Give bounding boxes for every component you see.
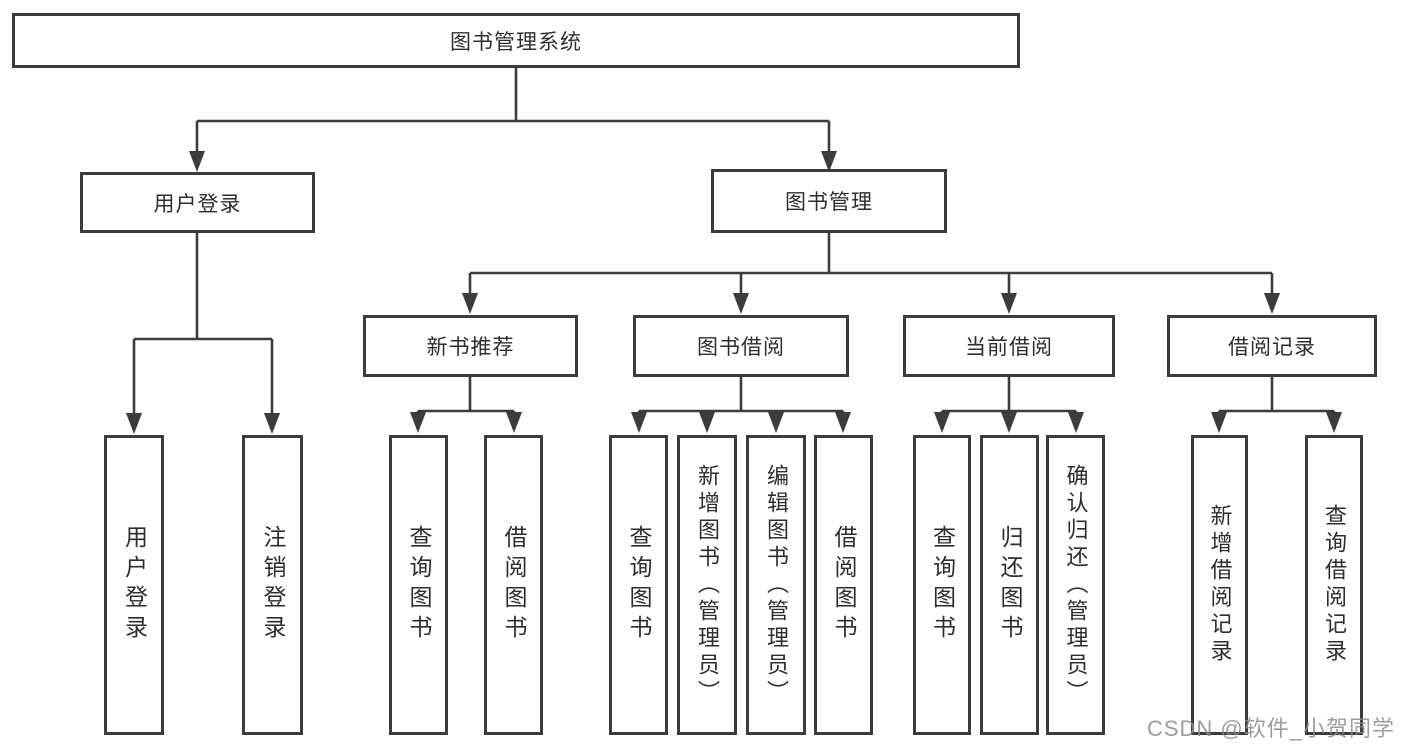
leaf-label: 查询借阅记录 bbox=[1322, 504, 1347, 666]
node-book-borrowing: 图书借阅 bbox=[633, 315, 849, 377]
leaf-query-books-borrowing: 查询图书 bbox=[609, 435, 668, 735]
node-label: 图书管理 bbox=[785, 191, 873, 214]
leaf-label: 借阅图书 bbox=[501, 525, 527, 645]
leaf-return-books: 归还图书 bbox=[980, 435, 1039, 735]
node-label: 借阅记录 bbox=[1228, 336, 1316, 359]
node-new-book-recommend: 新书推荐 bbox=[363, 315, 578, 377]
leaf-edit-books-admin: 编辑图书（管理员） bbox=[746, 435, 806, 735]
csdn-watermark: CSDN @软件_小贺同学 bbox=[1146, 716, 1395, 741]
leaf-label: 查询图书 bbox=[626, 525, 652, 645]
leaf-label: 确认归还（管理员） bbox=[1063, 463, 1089, 707]
arrowheads bbox=[126, 151, 1342, 434]
leaf-query-books-current: 查询图书 bbox=[913, 435, 971, 735]
node-label: 当前借阅 bbox=[965, 336, 1053, 359]
node-book-management: 图书管理 bbox=[711, 169, 947, 233]
leaf-label: 注销登录 bbox=[260, 525, 286, 645]
leaf-label: 借阅图书 bbox=[831, 525, 857, 645]
leaf-confirm-return-admin: 确认归还（管理员） bbox=[1046, 435, 1105, 735]
leaf-label: 新增借阅记录 bbox=[1207, 504, 1233, 666]
leaf-add-borrow-record: 新增借阅记录 bbox=[1191, 435, 1248, 735]
leaf-label: 查询图书 bbox=[929, 525, 956, 645]
node-label: 用户登录 bbox=[153, 192, 242, 216]
leaf-label: 查询图书 bbox=[406, 525, 432, 645]
leaf-query-books-recommend: 查询图书 bbox=[389, 435, 448, 735]
leaf-label: 用户登录 bbox=[121, 525, 148, 645]
node-label: 图书借阅 bbox=[697, 336, 785, 359]
leaf-label: 归还图书 bbox=[997, 525, 1023, 645]
node-label: 图书管理系统 bbox=[450, 30, 582, 54]
leaf-label: 新增图书（管理员） bbox=[695, 463, 720, 707]
leaf-logout: 注销登录 bbox=[242, 435, 303, 735]
leaf-borrow-books-recommend: 借阅图书 bbox=[484, 435, 543, 735]
leaf-query-borrow-record: 查询借阅记录 bbox=[1305, 435, 1363, 735]
node-current-borrowing: 当前借阅 bbox=[903, 315, 1115, 377]
leaf-user-login: 用户登录 bbox=[104, 435, 164, 735]
node-label: 新书推荐 bbox=[426, 336, 515, 359]
leaf-add-books-admin: 新增图书（管理员） bbox=[677, 435, 737, 735]
node-borrowing-records: 借阅记录 bbox=[1167, 315, 1377, 377]
leaf-borrow-books-borrowing: 借阅图书 bbox=[814, 435, 873, 735]
node-library-management-system: 图书管理系统 bbox=[12, 13, 1020, 68]
leaf-label: 编辑图书（管理员） bbox=[764, 463, 789, 707]
node-user-login: 用户登录 bbox=[80, 172, 315, 233]
